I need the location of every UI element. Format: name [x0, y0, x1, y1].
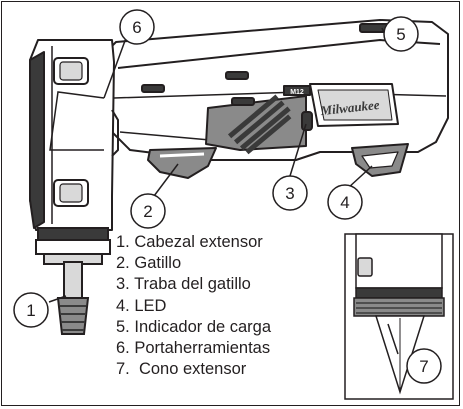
chuck-collar	[37, 227, 109, 241]
legend-item-6: 6. Portaherramientas	[116, 339, 271, 358]
head-bolt-top-inner	[59, 61, 83, 81]
logo-panel-inner	[317, 89, 393, 121]
callout-6: 6	[119, 9, 155, 45]
inset-collar	[355, 287, 443, 299]
callout-1-number: 1	[26, 301, 35, 320]
tool-body	[29, 19, 449, 231]
inset-bolt	[357, 257, 373, 277]
legend-item-2: 2. Gatillo	[116, 254, 182, 273]
leader-2	[153, 163, 179, 197]
leader-3	[289, 123, 307, 177]
trigger-shine	[159, 152, 205, 158]
extension-shaft	[63, 261, 83, 299]
trigger-lock	[301, 111, 313, 131]
legend-item-7: 7. Cono extensor	[116, 360, 247, 379]
callout-3-number: 3	[285, 184, 294, 203]
trigger	[147, 147, 217, 179]
leader-6	[49, 37, 127, 151]
leader-7	[387, 323, 399, 355]
extension-head	[56, 261, 90, 335]
legend-item-1: 1. Cabezal extensor	[116, 233, 263, 251]
top-slot-1	[141, 84, 165, 93]
head-neck	[111, 109, 119, 157]
top-slot-3	[231, 97, 255, 106]
callout-2: 2	[130, 193, 166, 229]
led-lens	[361, 151, 399, 169]
callout-4-number: 4	[340, 193, 349, 212]
model-badge: M12	[290, 89, 304, 96]
callout-3: 3	[272, 175, 308, 211]
chuck-ring	[35, 239, 111, 255]
extension-tip	[56, 297, 90, 335]
callout-7: 7	[406, 348, 442, 384]
leader-4	[347, 165, 373, 189]
extension-tip-threads	[60, 305, 86, 331]
model-badge-box	[283, 85, 311, 96]
callout-6-number: 6	[132, 18, 141, 37]
callout-4: 4	[327, 184, 363, 220]
callout-5-number: 5	[396, 25, 405, 44]
legend-item-3: 3. Traba del gatillo	[116, 275, 251, 294]
parts-legend: 1. Cabezal extensor 2. Gatillo 3. Traba …	[116, 232, 271, 380]
brand-logo: Milwaukee	[319, 97, 381, 118]
callout-7-number: 7	[419, 357, 428, 376]
head-bolt-bottom-inner	[59, 183, 83, 203]
callout-2-number: 2	[143, 202, 152, 221]
callout-1: 1	[13, 292, 49, 328]
chuck	[35, 227, 111, 265]
leader-lines	[48, 27, 399, 355]
leader-1	[48, 295, 67, 303]
top-slot-2	[225, 71, 249, 80]
head-side-shadow	[29, 51, 45, 229]
housing-top-ridge	[117, 39, 441, 69]
callout-5: 5	[383, 16, 419, 52]
legend-item-4: 4. LED	[116, 296, 167, 315]
grip-vents	[227, 94, 292, 155]
inset-ring-ribs	[356, 302, 442, 314]
legend-item-5: 5. Indicador de carga	[116, 317, 272, 336]
callouts: 1 2 3 4 5 6 7	[13, 9, 442, 384]
inset-detail	[344, 233, 454, 400]
